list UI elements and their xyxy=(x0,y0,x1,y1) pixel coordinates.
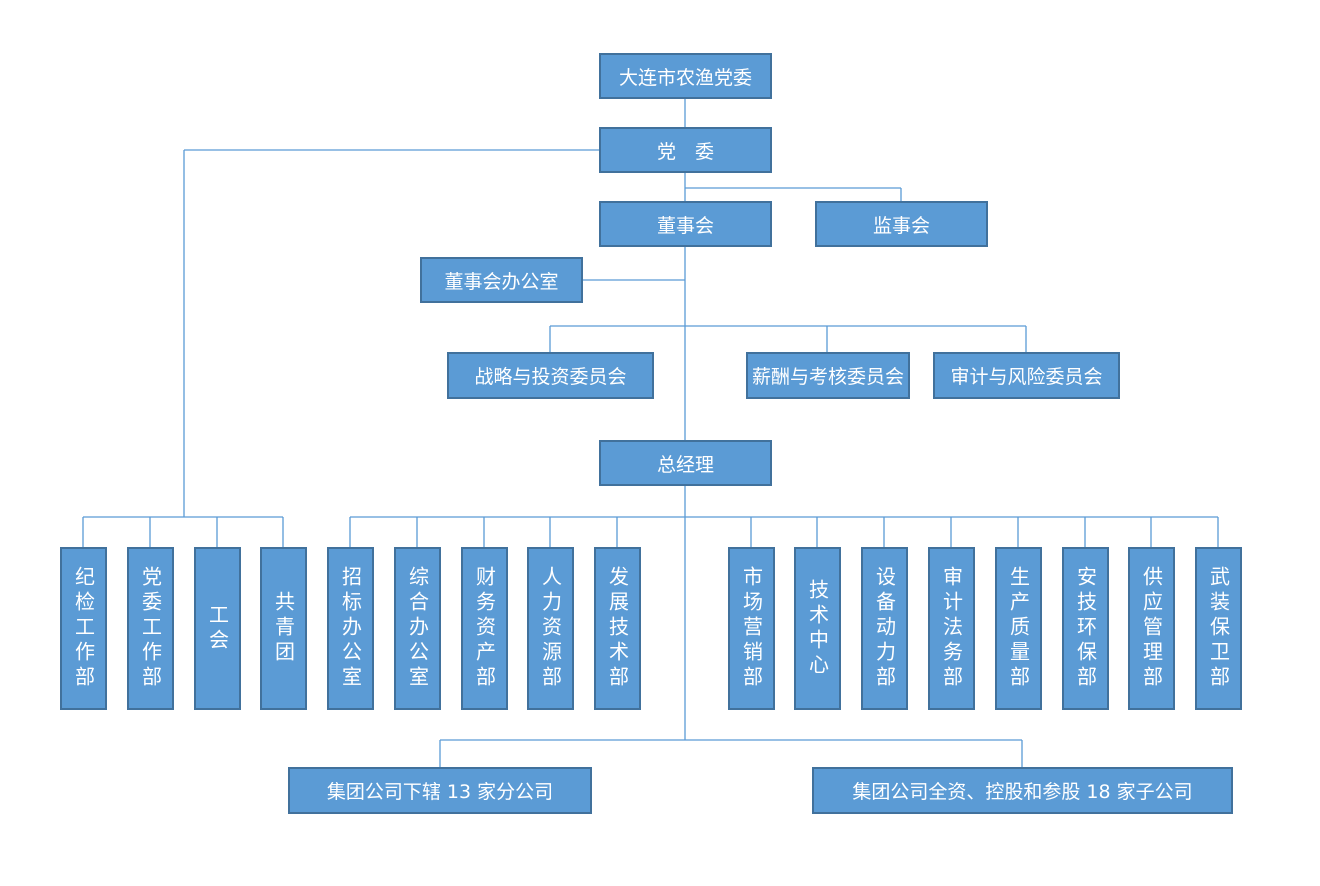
audit-legal-dept-box: 审计法务部 xyxy=(928,547,975,710)
party-work-dept-box: 党委工作部 xyxy=(127,547,174,710)
board-office-box: 董事会办公室 xyxy=(420,257,583,303)
production-quality-dept-box: 生产质量部 xyxy=(995,547,1042,710)
youth-league-box: 共青团 xyxy=(260,547,307,710)
hr-dept-box: 人力资源部 xyxy=(527,547,574,710)
marketing-dept-box: 市场营销部 xyxy=(728,547,775,710)
compensation-committee-box: 薪酬与考核委员会 xyxy=(746,352,910,399)
board-of-supervisors-box: 监事会 xyxy=(815,201,988,247)
security-dept-box: 武装保卫部 xyxy=(1195,547,1242,710)
subsidiaries-box: 集团公司全资、控股和参股 18 家子公司 xyxy=(812,767,1233,814)
discipline-dept-box: 纪检工作部 xyxy=(60,547,107,710)
general-office-box: 综合办公室 xyxy=(394,547,441,710)
branch-companies-box: 集团公司下辖 13 家分公司 xyxy=(288,767,592,814)
finance-dept-box: 财务资产部 xyxy=(461,547,508,710)
bidding-office-box: 招标办公室 xyxy=(327,547,374,710)
dalian-party-committee-box: 大连市农渔党委 xyxy=(599,53,772,99)
supply-management-dept-box: 供应管理部 xyxy=(1128,547,1175,710)
audit-risk-committee-box: 审计与风险委员会 xyxy=(933,352,1120,399)
tech-center-box: 技术中心 xyxy=(794,547,841,710)
board-of-directors-box: 董事会 xyxy=(599,201,772,247)
general-manager-box: 总经理 xyxy=(599,440,772,486)
strategy-investment-committee-box: 战略与投资委员会 xyxy=(447,352,654,399)
development-tech-dept-box: 发展技术部 xyxy=(594,547,641,710)
labor-union-box: 工会 xyxy=(194,547,241,710)
equipment-power-dept-box: 设备动力部 xyxy=(861,547,908,710)
safety-environment-dept-box: 安技环保部 xyxy=(1062,547,1109,710)
party-committee-box: 党 委 xyxy=(599,127,772,173)
